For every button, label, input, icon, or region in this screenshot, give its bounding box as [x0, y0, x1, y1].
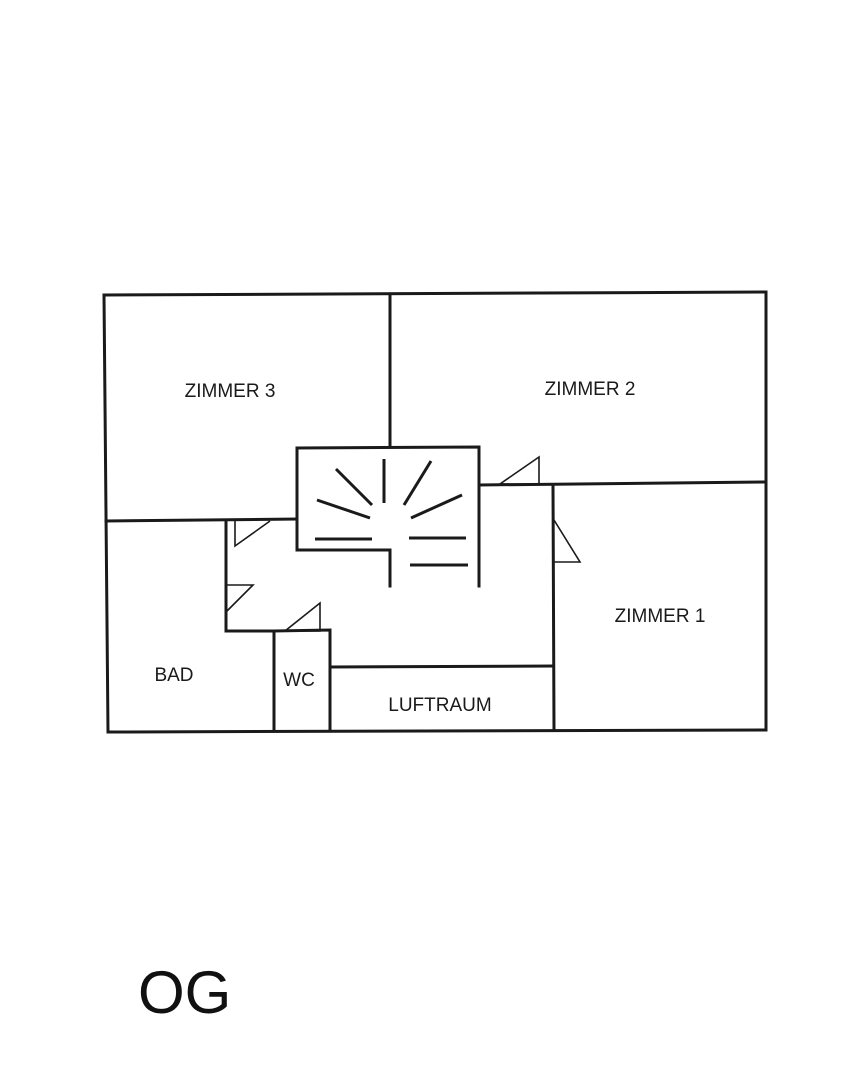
door-zimmer1 [553, 519, 582, 563]
room-label-wc: WC [283, 670, 315, 691]
floor-label: OG [138, 959, 231, 1026]
doors [225, 455, 582, 632]
staircase [295, 445, 481, 588]
door-bad [225, 584, 255, 613]
room-label-bad: BAD [154, 665, 193, 686]
room-label-zimmer3: ZIMMER 3 [185, 381, 276, 402]
stair-step [334, 467, 374, 507]
door-zimmer3 [234, 520, 271, 548]
stair-step [410, 493, 463, 520]
interior-walls [104, 292, 768, 733]
door-zimmer2 [497, 455, 540, 485]
room-label-zimmer2: ZIMMER 2 [545, 379, 636, 400]
stair-step [402, 460, 433, 506]
outer-walls [102, 290, 768, 734]
room-label-luftraum: LUFTRAUM [388, 695, 491, 716]
door-wc [282, 601, 321, 632]
stair-step [316, 498, 371, 520]
room-label-zimmer1: ZIMMER 1 [615, 606, 706, 627]
